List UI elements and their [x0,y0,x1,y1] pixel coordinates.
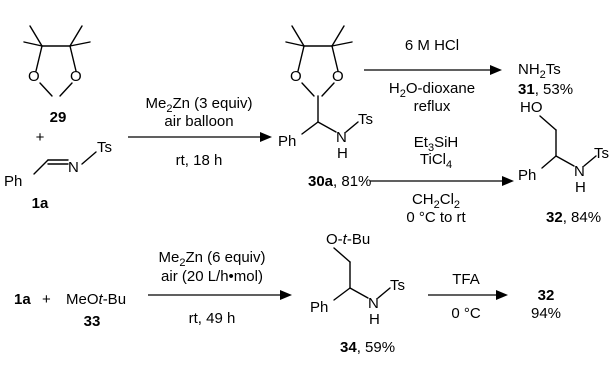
compound-32-h: H [575,179,586,196]
step1-conditions: rt, 18 h [176,152,223,169]
compound-34-n: N [368,295,379,312]
compound-30a-h: H [337,145,348,162]
step3-solvent: CH2Cl2 [412,191,460,211]
step4-conditions: rt, 49 h [189,310,236,327]
svg-text:O: O [28,68,40,85]
compound-1a-label: 1a [32,195,49,212]
row2-plus: + [42,291,51,308]
compound-30a-ph: Ph [278,133,296,150]
step4-reagent: Me2Zn (6 equiv) [158,249,265,269]
compound-34-otbu: O-t-Bu [326,231,370,248]
compound-30a-ts: Ts [358,111,373,128]
step4-atmosphere: air (20 L/h•mol) [161,268,263,285]
step3-conditions: 0 °C to rt [406,209,466,226]
compound-31-label: 31, 53% [518,81,573,98]
step2-arrowhead [490,65,502,75]
row2-product-label: 32 [538,287,555,304]
row2-ether-label: 33 [84,313,101,330]
step5-reagent: TFA [452,271,480,288]
compound-30a-n: N [336,129,347,146]
step1-arrowhead [260,132,272,142]
row2-reactant-1a: 1a [14,291,31,308]
svg-text:O: O [332,68,344,85]
compound-32-label: 32, 84% [546,209,601,226]
svg-text:O: O [70,68,82,85]
compound-32-ph: Ph [518,167,536,184]
step2-conditions: reflux [414,98,451,115]
compound-30a-label: 30a, 81% [308,173,371,190]
row2-ether: MeOt-Bu [66,291,126,308]
step3-arrowhead [502,176,514,186]
compound-1a-n: N [68,159,79,176]
compound-31-formula: NH2Ts [518,61,561,81]
compound-32-ts: Ts [594,145,609,162]
compound-34-h: H [369,311,380,328]
row2-product-yield: 94% [531,305,561,322]
compound-32-structure [539,115,597,169]
compound-1a-structure [33,151,97,175]
compound-34-label: 34, 59% [340,339,395,356]
step1-atmosphere: air balloon [164,113,233,130]
compound-34-ph: Ph [310,299,328,316]
compound-34-structure [333,247,391,301]
step3-reagent1: Et3SiH [414,134,458,154]
compound-34-ts: Ts [390,277,405,294]
compound-32-n: N [574,163,585,180]
svg-text:O: O [290,68,302,85]
compound-1a-ts: Ts [97,139,112,156]
step4-arrowhead [280,290,292,300]
compound-1a-ph: Ph [4,173,22,190]
compound-29-label: 29 [50,109,67,126]
compound-29-structure: O O [23,25,91,97]
compound-30a-structure: O O [285,25,359,135]
step1-reagent: Me2Zn (3 equiv) [145,95,252,115]
step5-arrowhead [496,290,508,300]
step3-reagent2: TiCl4 [420,151,452,171]
step2-reagent: 6 M HCl [405,37,459,54]
plus-sign: + [36,129,45,146]
step5-conditions: 0 °C [451,305,481,322]
compound-32-ho: HO [520,99,543,116]
step2-solvent: H2O-dioxane [389,80,475,100]
